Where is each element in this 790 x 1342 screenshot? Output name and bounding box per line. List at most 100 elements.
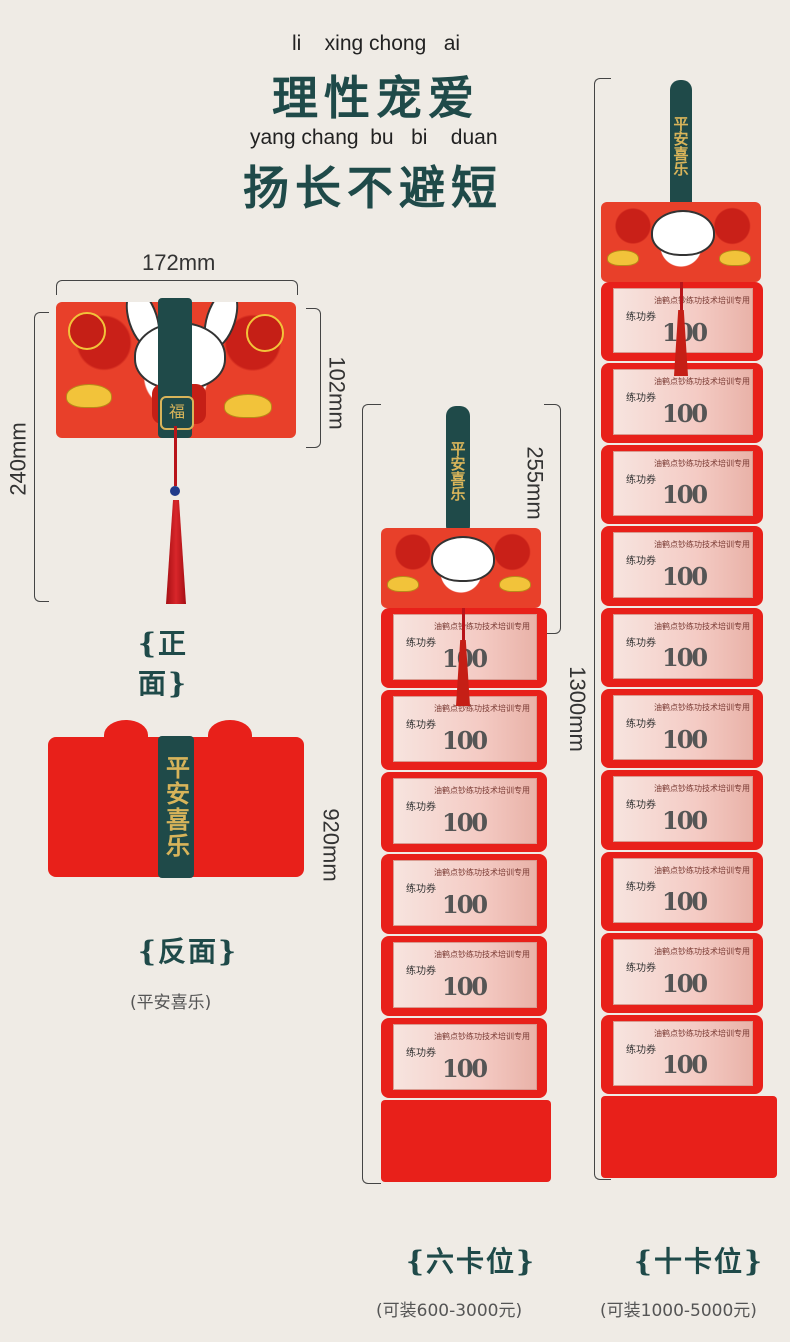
- tassel: [166, 500, 186, 604]
- pinyin-line-2: yang chang bu bi duan: [250, 126, 498, 149]
- six-top-tag: 平安喜乐: [446, 406, 470, 536]
- banknote-value: 100: [442, 1053, 488, 1083]
- ten-top-tag: 平安喜乐: [670, 80, 692, 212]
- banknote-header: 油鹤点钞练功技术培训专用: [654, 458, 750, 468]
- pocket-slot: 油鹤点钞练功技术培训专用练功券 100: [381, 936, 547, 1016]
- height-label: 102mm: [324, 356, 350, 430]
- banknote-header: 油鹤点钞练功技术培训专用: [434, 704, 530, 713]
- back-strap: 平安喜乐: [158, 736, 194, 878]
- banknote-label: 练功券: [626, 963, 656, 975]
- tassel-cord: [174, 426, 177, 486]
- six-bottom: [381, 1100, 551, 1182]
- banknote-header: 油鹤点钞练功技术培训专用: [434, 950, 530, 959]
- gold-ingot-right: [224, 394, 272, 418]
- back-caption: {反面}: [138, 935, 239, 968]
- six-gold-left: [387, 576, 419, 592]
- gold-ingot-left: [66, 384, 112, 408]
- banknote: 油鹤点钞练功技术培训专用练功券 100: [613, 776, 753, 842]
- banknote-value: 100: [662, 480, 708, 510]
- pocket-slot: 油鹤点钞练功技术培训专用练功券 100: [601, 363, 763, 443]
- banknote: 油鹤点钞练功技术培训专用练功券 100: [393, 942, 537, 1008]
- banknote-value: 100: [662, 561, 708, 591]
- width-bracket: [56, 280, 298, 295]
- banknote: 油鹤点钞练功技术培训专用练功券 100: [613, 695, 753, 761]
- ten-head: [601, 202, 761, 282]
- pocket-slot: 油鹤点钞练功技术培训专用练功券 100: [601, 444, 763, 525]
- banknote-value: 100: [662, 643, 708, 673]
- banknote-label: 练功券: [406, 802, 436, 814]
- banknote-label: 练功券: [626, 393, 656, 405]
- banknote-label: 练功券: [406, 966, 436, 978]
- banknote-label: 练功券: [406, 884, 436, 896]
- six-total-label: 920mm: [318, 808, 344, 882]
- banknote-header: 油鹤点钞练功技术培训专用: [434, 1032, 530, 1041]
- banknote: 油鹤点钞练功技术培训专用练功券 100: [393, 696, 537, 762]
- lantern-right: [246, 314, 284, 352]
- banknote-header: 油鹤点钞练功技术培训专用: [654, 947, 750, 957]
- banknote-value: 100: [442, 725, 488, 755]
- banknote: 油鹤点钞练功技术培训专用练功券 100: [613, 532, 753, 598]
- banknote-label: 练功券: [626, 1044, 656, 1056]
- back-note: (平安喜乐): [130, 993, 212, 1013]
- banknote-label: 练功券: [406, 720, 436, 732]
- six-capacity: (可装600-3000元): [376, 1301, 523, 1321]
- banknote-header: 油鹤点钞练功技术培训专用: [434, 622, 530, 631]
- ten-caption: {十卡位}: [634, 1245, 765, 1278]
- banknote-value: 100: [442, 889, 488, 919]
- ten-gold-left: [607, 250, 639, 266]
- banknote-label: 练功券: [626, 719, 656, 731]
- banknote-value: 100: [442, 971, 488, 1001]
- lantern-left: [68, 312, 106, 350]
- ten-gold-right: [719, 250, 751, 266]
- pocket-slot: 油鹤点钞练功技术培训专用练功券 100: [601, 526, 763, 606]
- six-head-label: 255mm: [522, 446, 548, 520]
- total-bracket: [34, 312, 49, 602]
- banknote-value: 100: [442, 807, 488, 837]
- banknote-header: 油鹤点钞练功技术培训专用: [654, 1028, 750, 1038]
- banknote-label: 练功券: [626, 474, 656, 486]
- banknote-header: 油鹤点钞练功技术培训专用: [654, 784, 750, 794]
- front-caption: {正面}: [138, 627, 189, 700]
- banknote: 油鹤点钞练功技术培训专用练功券 100: [613, 939, 753, 1005]
- banknote-label: 练功券: [626, 800, 656, 812]
- six-tassel: [456, 640, 470, 706]
- banknote-label: 练功券: [626, 881, 656, 893]
- tassel-bead: [170, 486, 180, 496]
- banknote-value: 100: [662, 805, 708, 835]
- title-line-2: 扬长不避短: [243, 161, 503, 215]
- banknote-header: 油鹤点钞练功技术培训专用: [654, 540, 750, 550]
- ten-rabbit-face: [651, 210, 715, 256]
- banknote-value: 100: [662, 724, 708, 754]
- pocket-slot: 油鹤点钞练功技术培训专用练功券 100: [601, 689, 763, 769]
- banknote-label: 练功券: [626, 637, 656, 649]
- banknote-value: 100: [662, 968, 708, 998]
- title-line-1: 理性宠爱: [272, 71, 480, 125]
- six-gold-right: [499, 576, 531, 592]
- pocket-slot: 油鹤点钞练功技术培训专用练功券 100: [601, 933, 763, 1013]
- banknote-header: 油鹤点钞练功技术培训专用: [654, 377, 750, 387]
- front-seal: 福: [160, 396, 194, 430]
- pinyin-line-1: li xing chong ai: [292, 32, 461, 55]
- banknote-header: 油鹤点钞练功技术培训专用: [654, 703, 750, 712]
- banknote-label: 练功券: [626, 312, 656, 324]
- banknote-label: 练功券: [626, 556, 656, 568]
- ten-total-label: 1300mm: [564, 666, 590, 752]
- pocket-slot: 油鹤点钞练功技术培训专用练功券 100: [601, 770, 763, 850]
- six-head: [381, 528, 541, 608]
- banknote: 油鹤点钞练功技术培训专用练功券 100: [613, 450, 753, 517]
- banknote: 油鹤点钞练功技术培训专用练功券 100: [613, 369, 753, 435]
- six-head-bracket: [544, 404, 561, 634]
- back-envelope: 平安喜乐: [48, 720, 304, 878]
- banknote-label: 练功券: [406, 638, 436, 650]
- height-bracket: [306, 308, 321, 448]
- banknote-value: 100: [662, 398, 708, 428]
